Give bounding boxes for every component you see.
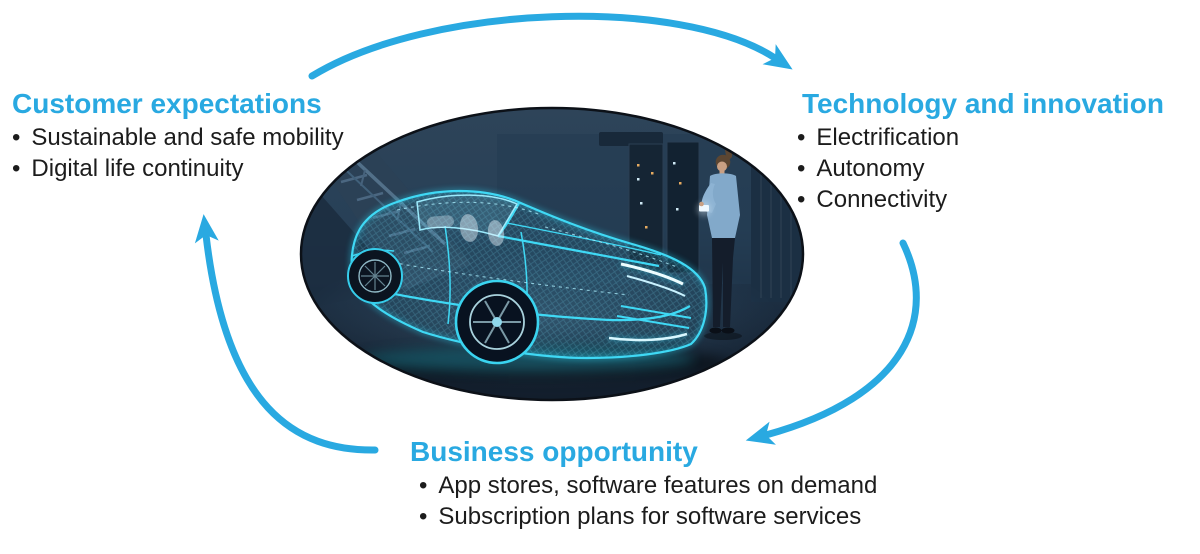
woman-with-tablet (697, 149, 742, 340)
tablet-device (699, 205, 709, 212)
arrow-customer-to-technology-icon (308, 12, 793, 80)
bullet-item: Digital life continuity (12, 153, 344, 184)
business-opportunity-list: App stores, software features on demand … (419, 470, 877, 532)
bullet-item: Sustainable and safe mobility (12, 122, 343, 153)
customer-expectations-title: Customer expectations (12, 88, 322, 119)
business-opportunity-block: Business opportunity App stores, softwar… (410, 436, 877, 532)
headlight-strip (620, 262, 684, 286)
bullet-item: Subscription plans for software services (419, 501, 877, 532)
technology-innovation-block: Technology and innovation Electrificatio… (797, 88, 1164, 215)
rear-wheel (347, 248, 403, 304)
wireframe-car (339, 188, 729, 380)
customer-expectations-block: Customer expectations Sustainable and sa… (12, 88, 344, 184)
technology-innovation-title: Technology and innovation (802, 88, 1164, 119)
bullet-item: Autonomy (797, 153, 1164, 184)
hologram-car-photo (299, 106, 805, 402)
ceiling-fixture (599, 132, 663, 146)
bullet-item: App stores, software features on demand (419, 470, 877, 501)
front-wheel (454, 279, 540, 365)
customer-expectations-list: Sustainable and safe mobility Digital li… (12, 122, 344, 184)
photo-ellipse-border (299, 106, 805, 402)
business-opportunity-title: Business opportunity (410, 436, 698, 467)
car-seats (427, 214, 505, 246)
hologram-car-photo-svg (299, 106, 805, 402)
bullet-item: Electrification (797, 122, 1164, 153)
bullet-item: Connectivity (797, 184, 1164, 215)
technology-innovation-list: Electrification Autonomy Connectivity (797, 122, 1164, 215)
